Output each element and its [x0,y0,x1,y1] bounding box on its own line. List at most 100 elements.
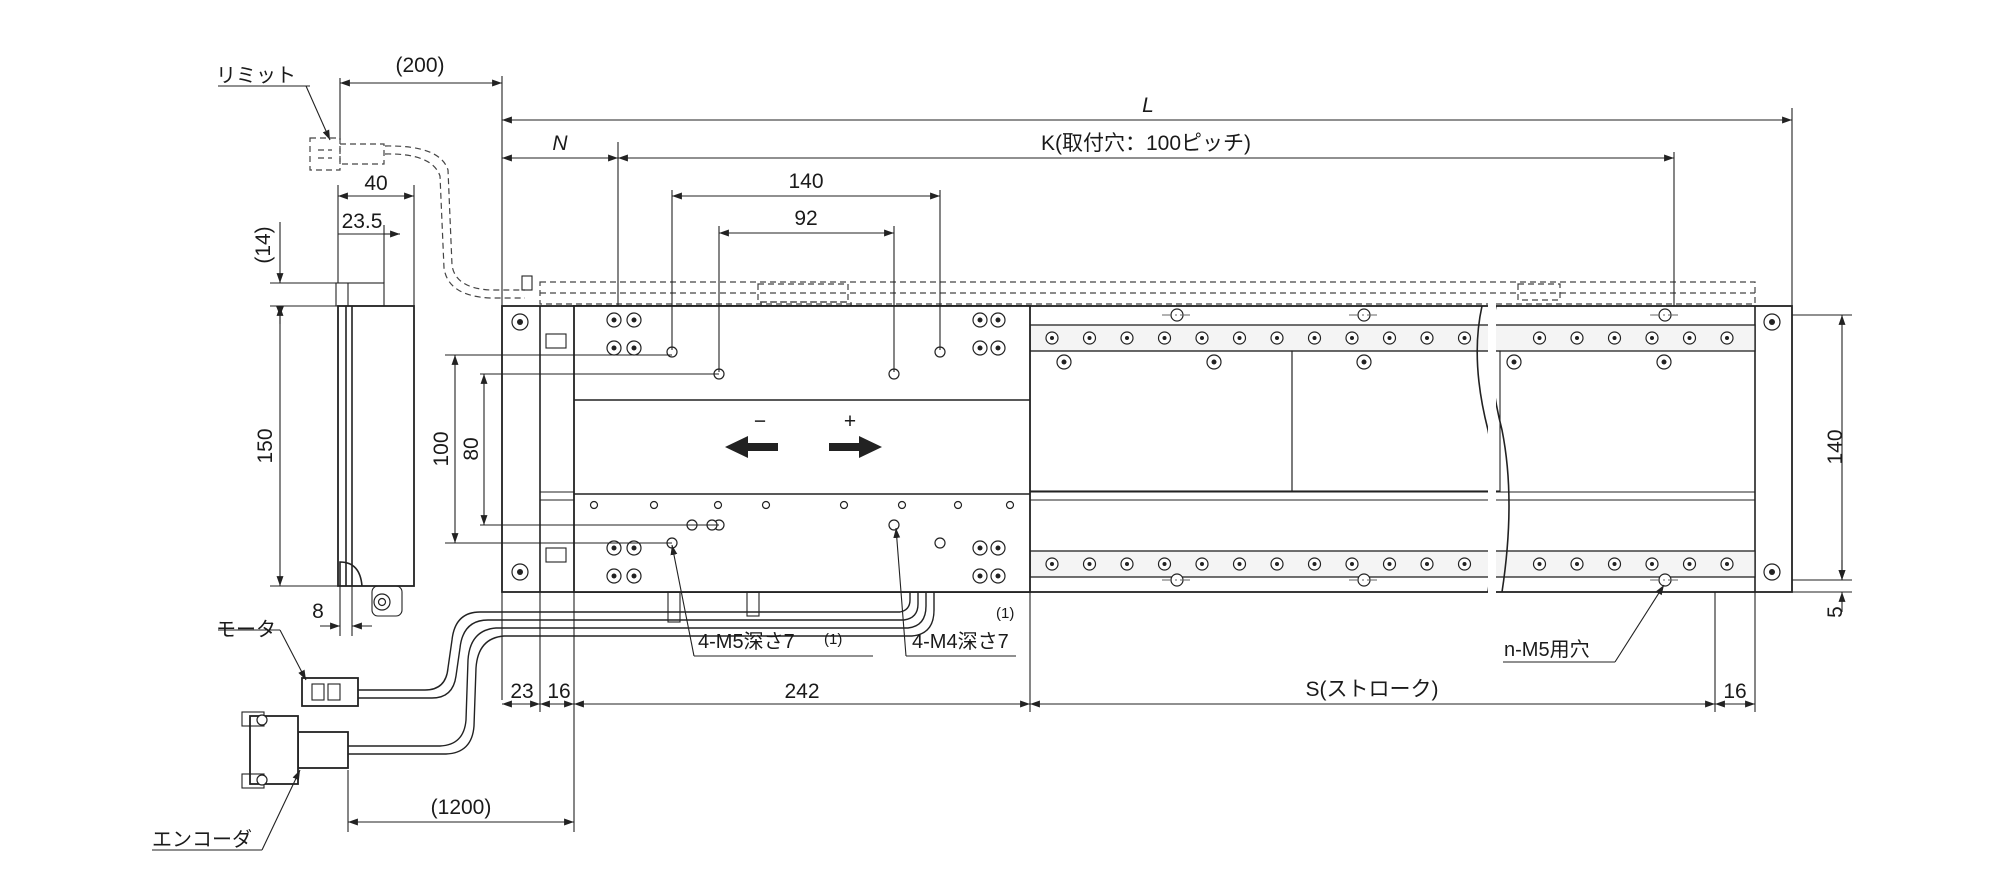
rail-screw-hole-center [1350,336,1354,340]
slider-small-hole [589,500,599,510]
dim-23-5: 23.5 [342,210,383,233]
slider-bolt-hole-center [631,545,637,551]
dim-140-right: 140 [1824,429,1847,464]
cable-exit-side [339,561,363,587]
sensor-end-left [521,275,533,291]
tap-m4-label: 4-M4深さ7 [912,630,1009,653]
rail-screw-holes [1045,331,1734,571]
actuator-top-view: − + [348,275,1793,755]
leader-lines [152,85,1665,851]
slider-bolt-hole-center [977,345,983,351]
rail-screw-hole-center [1275,336,1279,340]
dim-8: 8 [312,600,324,623]
dim-overall-length: L [1142,94,1154,117]
rail-screw-hole-center [1125,336,1129,340]
rail-screw-hole-center [1650,562,1654,566]
rail-screw-hole-center [1050,562,1054,566]
motor-cap-side [371,585,403,617]
tap-m5-label: 4-M5深さ7 [698,630,795,653]
slider-small-hole [761,500,771,510]
rail-screw-hole-center [1275,562,1279,566]
slider-bolt-hole-center [995,573,1001,579]
rail-screw-hole-center [1312,336,1317,340]
dim-80: 80 [460,437,483,460]
slider-bolt-hole-center [611,545,617,551]
rail-screw-hole-center [1725,336,1729,340]
rail-screw-hole-center [1087,562,1092,566]
rail-screw-hole-center [1162,562,1167,566]
dim-40: 40 [364,172,387,195]
dim-140-top: 140 [788,170,823,193]
tap-m4-note: (1) [996,605,1014,622]
limit-connector-side [335,282,385,307]
slider-bolt-hole-center [977,317,983,323]
tap-hole [934,537,946,549]
encoder-label: エンコーダ [152,828,252,851]
limit-label: リミット [216,65,296,87]
rail-screw-hole-center [1537,562,1542,566]
dim-n: N [552,132,568,155]
encoder-connector [241,711,349,789]
rail-screw-hole-center [1725,562,1729,566]
rail-screw-hole-center [1650,336,1654,340]
slider-small-hole [713,500,723,510]
side-view-body [337,305,415,587]
limit-plug [339,143,385,165]
slider-bolt-hole-center [995,345,1001,351]
dim-limit-cable: (200) [395,54,444,77]
motor-label: モータ [216,618,276,641]
rail-screw-hole-center [1462,336,1467,340]
rail-screw-hole-center [1462,562,1467,566]
rail-screw-hole-center [1237,562,1242,566]
slider-small-hole [1005,500,1015,510]
slider-bolt-hole-center [611,317,617,323]
slider-small-hole [649,500,659,510]
tap-screw-1 [667,591,681,623]
dim-92: 92 [794,207,817,230]
minus-direction-arrow [725,436,778,458]
dimension-lines [270,76,1852,832]
bumper-bottom [545,547,567,563]
rail-screw-hole-center [1387,336,1392,340]
dim-k: K(取付穴：100ピッチ) [1041,132,1251,155]
rail-screw-hole-center [1162,336,1167,340]
hole-m5-label: n-M5用穴 [1504,638,1590,661]
dim-242: 242 [784,680,819,703]
rail-screw-hole-center [1425,562,1429,566]
slider-bolt-hole-center [611,573,617,579]
rail-screw-hole-center [1237,336,1242,340]
minus-sign: − [754,410,766,433]
encoder-housing [249,715,299,785]
rail-screw-hole-center [1350,562,1354,566]
slider-bolt-hole-center [977,573,983,579]
dim-16-right: 16 [1723,680,1746,703]
slider-bolt-hole-center [977,545,983,551]
dim-14: (14) [252,226,275,263]
side-view [335,282,415,617]
rail-screw-hole-center [1687,336,1692,340]
rail-screw-hole-center [1612,562,1617,566]
rail-screw-hole-center [1387,562,1392,566]
rail-screw-hole-center [1575,562,1579,566]
slider-bolt-hole-center [611,345,617,351]
slider-small-hole [839,500,849,510]
rail-screw-hole-center [1612,336,1617,340]
tap-hole [888,519,900,531]
rail-screw-hole-center [1087,336,1092,340]
rail-screw-hole-center [1050,336,1054,340]
rail-screw-hole-center [1125,562,1129,566]
encoder-plug [297,731,349,769]
tap-m5-note: (1) [824,631,842,648]
plus-direction-arrow [829,436,882,458]
slider-bolt-hole-center [995,317,1001,323]
rail-screw-hole-center [1200,562,1204,566]
limit-connector [309,137,341,171]
slider-body [573,305,1031,593]
slider-bolt-hole-center [631,317,637,323]
dim-150: 150 [254,428,277,463]
dim-5: 5 [1824,606,1847,618]
dim-16-left: 16 [547,680,570,703]
mounting-holes [1162,308,1680,587]
tap-screw-2 [746,591,760,617]
motor-plug [301,677,359,707]
